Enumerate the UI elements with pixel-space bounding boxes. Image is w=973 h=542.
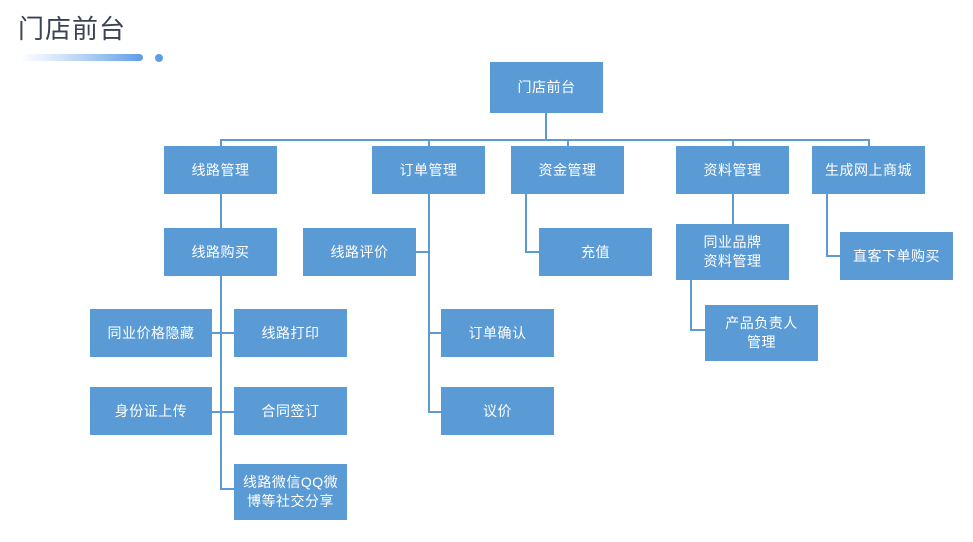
connector-drop-order-mgmt [428,139,430,147]
connector-brand-trunk [690,280,692,330]
node-label-line-mgmt: 线路管理 [191,161,250,178]
node-label-data-mgmt: 资料管理 [703,161,762,178]
node-label-direct-order: 直客下单购买 [853,247,940,264]
node-label-root: 门店前台 [517,79,576,95]
node-label-gen-shop: 生成网上商城 [825,161,912,178]
connector-shop-trunk [826,194,828,256]
connector-buy-to-social [220,488,235,490]
connector-shop-to-direct [826,255,841,257]
node-label-line-buy: 线路购买 [191,243,250,260]
connector-fund-to-recharge [525,251,540,253]
node-order-confirm[interactable]: 订单确认 [441,309,554,357]
node-label-order-mgmt: 订单管理 [399,161,458,178]
node-direct-order[interactable]: 直客下单购买 [840,232,953,280]
node-brand-data[interactable]: 同业品牌资料管理 [676,224,789,280]
connector-buy-trunk [220,276,222,490]
node-root[interactable]: 门店前台 [490,62,603,113]
connector-buy-to-price-hide [212,332,221,334]
node-product-owner[interactable]: 产品负责人管理 [705,305,818,361]
node-label-product-owner: 产品负责人管理 [725,315,798,350]
node-label-order-confirm: 订单确认 [468,324,527,341]
connector-drop-data-mgmt [732,139,734,147]
node-label-brand-data: 同业品牌资料管理 [703,234,762,269]
connector-root-bus [220,139,869,141]
connector-buy-to-line-print [220,332,235,334]
connector-order-to-review [416,251,429,253]
connector-order-to-confirm [428,332,442,334]
node-line-mgmt[interactable]: 线路管理 [164,146,277,194]
node-order-mgmt[interactable]: 订单管理 [372,146,485,194]
connector-fund-trunk [525,194,527,252]
node-bargain[interactable]: 议价 [441,387,554,435]
node-contract[interactable]: 合同签订 [234,387,347,435]
node-price-hide[interactable]: 同业价格隐藏 [90,309,212,357]
connector-drop-line-mgmt [220,139,222,147]
title-underline-bar [20,54,143,61]
node-fund-mgmt[interactable]: 资金管理 [511,146,624,194]
node-label-recharge: 充值 [581,243,610,260]
node-label-line-review: 线路评价 [330,243,389,260]
node-label-line-print: 线路打印 [261,324,320,341]
node-data-mgmt[interactable]: 资料管理 [676,146,789,194]
connector-drop-fund-mgmt [567,139,569,147]
node-label-fund-mgmt: 资金管理 [538,161,597,178]
connector-line-mgmt-to-buy [220,194,222,228]
node-id-upload[interactable]: 身份证上传 [90,387,212,435]
node-social-share[interactable]: 线路微信QQ微博等社交分享 [234,464,347,520]
node-label-social-share: 线路微信QQ微博等社交分享 [242,474,339,509]
connector-data-to-brand [732,194,734,225]
node-label-price-hide: 同业价格隐藏 [107,324,195,341]
node-gen-shop[interactable]: 生成网上商城 [812,146,925,194]
node-line-review[interactable]: 线路评价 [303,228,416,276]
node-recharge[interactable]: 充值 [539,228,652,276]
connector-buy-to-id-upload [212,411,221,413]
connector-root-stem [545,113,547,139]
connector-order-trunk [428,194,430,412]
node-line-print[interactable]: 线路打印 [234,309,347,357]
node-line-buy[interactable]: 线路购买 [164,228,277,276]
connector-order-to-bargain [428,411,442,413]
node-label-id-upload: 身份证上传 [114,402,188,419]
connector-buy-to-contract [220,411,235,413]
page-title: 门店前台 [18,14,127,44]
title-accent-dot [155,54,163,62]
node-label-bargain: 议价 [483,402,512,419]
node-label-contract: 合同签订 [261,402,320,419]
connector-drop-gen-shop [868,139,870,147]
connector-brand-to-owner [690,329,706,331]
